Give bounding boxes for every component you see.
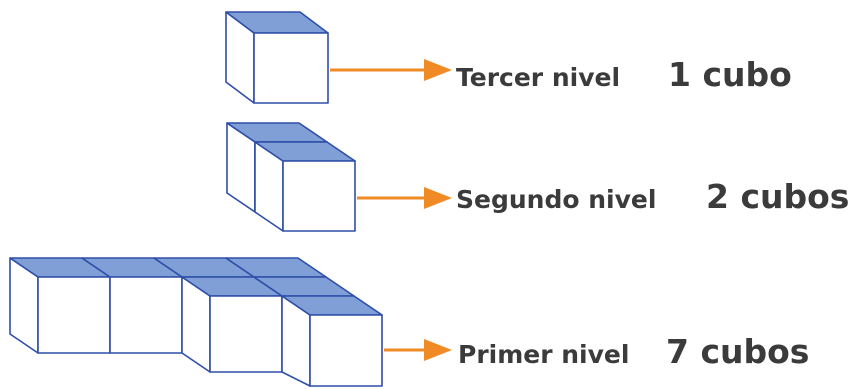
level-1-count: 7 cubos [666,332,809,371]
level-2-count: 2 cubos [706,177,849,216]
level-3-arrow [330,59,452,81]
level-3-count: 1 cubo [668,55,792,94]
level-1-name: Primer nivel [458,340,629,369]
cube [254,141,356,232]
level-3-name: Tercer nivel [456,63,620,92]
cube [281,295,383,387]
level-3-cubes [225,11,329,104]
level-1-cubes [9,257,383,387]
cube [181,276,283,373]
level-2-cubes [226,122,356,232]
cube [225,11,329,104]
cube [81,257,183,354]
level-2-name: Segundo nivel [456,185,656,214]
level-1-arrow [384,339,452,361]
level-2-arrow [357,187,452,209]
cube [9,257,111,354]
